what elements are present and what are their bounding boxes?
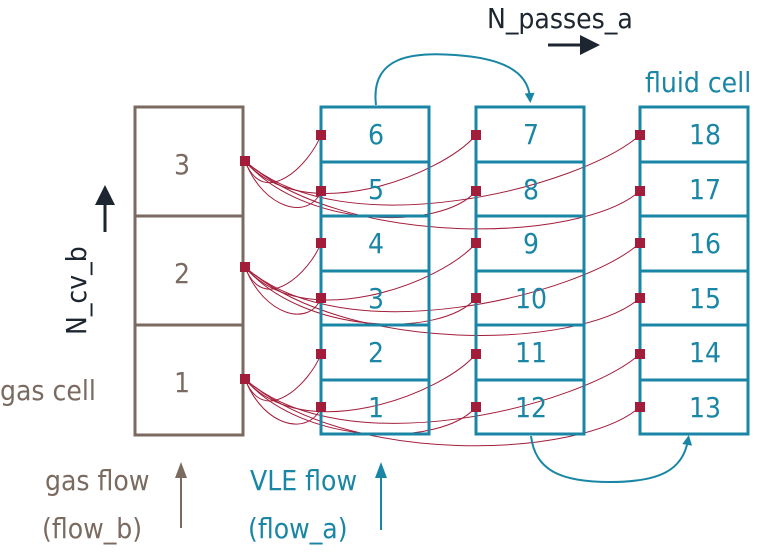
- vle-flow-arrow-icon: [375, 462, 387, 478]
- connector-node: [471, 402, 481, 412]
- fluid-cell-label: 6: [368, 118, 384, 151]
- n-passes-arrow-icon: [580, 35, 600, 55]
- connector-curve: [244, 134, 322, 184]
- gas-cell-label: 1: [174, 366, 190, 399]
- connector-node: [471, 349, 481, 359]
- fluid-column-pass-3: 18 17 16 15 14 13: [638, 105, 750, 436]
- fluid-cell-label: 5: [368, 173, 384, 206]
- connector-curve: [244, 353, 641, 424]
- fluid-cell-label: 8: [523, 173, 539, 206]
- connector-curve: [244, 266, 641, 336]
- connector-curve: [244, 134, 641, 206]
- connector-curve: [244, 242, 322, 290]
- n-cv-arrow-icon: [95, 185, 115, 205]
- connector-lines: [244, 134, 641, 447]
- gas-flow-arrow-icon: [175, 462, 187, 478]
- fluid-column-pass-2: 7 8 9 10 11 12: [474, 105, 586, 436]
- connector-node: [471, 293, 481, 303]
- connector-node: [471, 238, 481, 248]
- connector-curve: [244, 266, 477, 325]
- connector-node: [316, 130, 326, 140]
- connector-curve: [244, 378, 322, 425]
- connector-node: [240, 156, 250, 166]
- gas-cell-label: 2: [174, 257, 190, 290]
- fluid-cell-label: 12: [515, 391, 547, 424]
- gas-flow-sub-label: (flow_b): [42, 512, 142, 545]
- connector-node: [316, 293, 326, 303]
- fluid-cell-label: 16: [689, 227, 721, 260]
- connector-curve: [244, 160, 641, 230]
- gas-flow-label: gas flow: [45, 464, 149, 497]
- connector-curve: [244, 353, 322, 402]
- connector-node: [635, 186, 645, 196]
- connector-node: [635, 293, 645, 303]
- connector-node: [316, 238, 326, 248]
- vle-flow-sub-label: (flow_a): [248, 512, 348, 545]
- gas-cell-column: 3 2 1: [133, 105, 245, 437]
- fluid-cell-label: 3: [368, 282, 384, 315]
- connector-node: [635, 238, 645, 248]
- connector-node: [635, 402, 645, 412]
- connector-node: [316, 402, 326, 412]
- connector-node: [240, 262, 250, 272]
- gas-cell-title: gas cell: [0, 374, 96, 407]
- fluid-cell-label: 15: [689, 282, 721, 315]
- connector-curve: [244, 242, 477, 301]
- connector-curve: [244, 242, 641, 313]
- connector-curve: [244, 378, 477, 435]
- connector-node: [471, 130, 481, 140]
- fluid-cell-label: 11: [515, 336, 547, 369]
- connector-node: [316, 349, 326, 359]
- gas-cell-label: 3: [174, 148, 190, 181]
- connector-curve: [244, 134, 477, 194]
- fluid-cell-label: 1: [368, 391, 384, 424]
- fluid-column-pass-1: 6 5 4 3 2 1: [319, 105, 431, 436]
- fluid-cell-label: 14: [689, 336, 721, 369]
- connector-curve: [244, 160, 477, 219]
- connector-curve: [244, 266, 322, 315]
- fluid-cell-label: 10: [515, 282, 547, 315]
- fluid-cell-label: 2: [368, 336, 384, 369]
- n-passes-label: N_passes_a: [487, 2, 633, 35]
- connector-node: [471, 186, 481, 196]
- connector-node: [635, 130, 645, 140]
- connector-dots: [240, 130, 645, 412]
- n-cv-label: N_cv_b: [60, 246, 93, 335]
- connector-node: [240, 374, 250, 384]
- fluid-cell-label: 13: [689, 391, 721, 424]
- fluid-cell-label: 9: [523, 227, 539, 260]
- connector-curve: [244, 353, 477, 413]
- fluid-cell-label: 18: [689, 118, 721, 151]
- pass-arrow-bottom: [530, 435, 693, 484]
- connector-curve: [244, 378, 641, 447]
- fluid-cell-title: fluid cell: [645, 66, 751, 99]
- vle-flow-label: VLE flow: [250, 464, 357, 497]
- pass-arrow-top: [374, 53, 535, 106]
- fluid-cell-label: 17: [689, 173, 721, 206]
- fluid-cell-label: 4: [368, 227, 384, 260]
- connector-node: [316, 186, 326, 196]
- connector-curve: [244, 160, 322, 208]
- fluid-cell-label: 7: [523, 118, 539, 151]
- connector-node: [635, 349, 645, 359]
